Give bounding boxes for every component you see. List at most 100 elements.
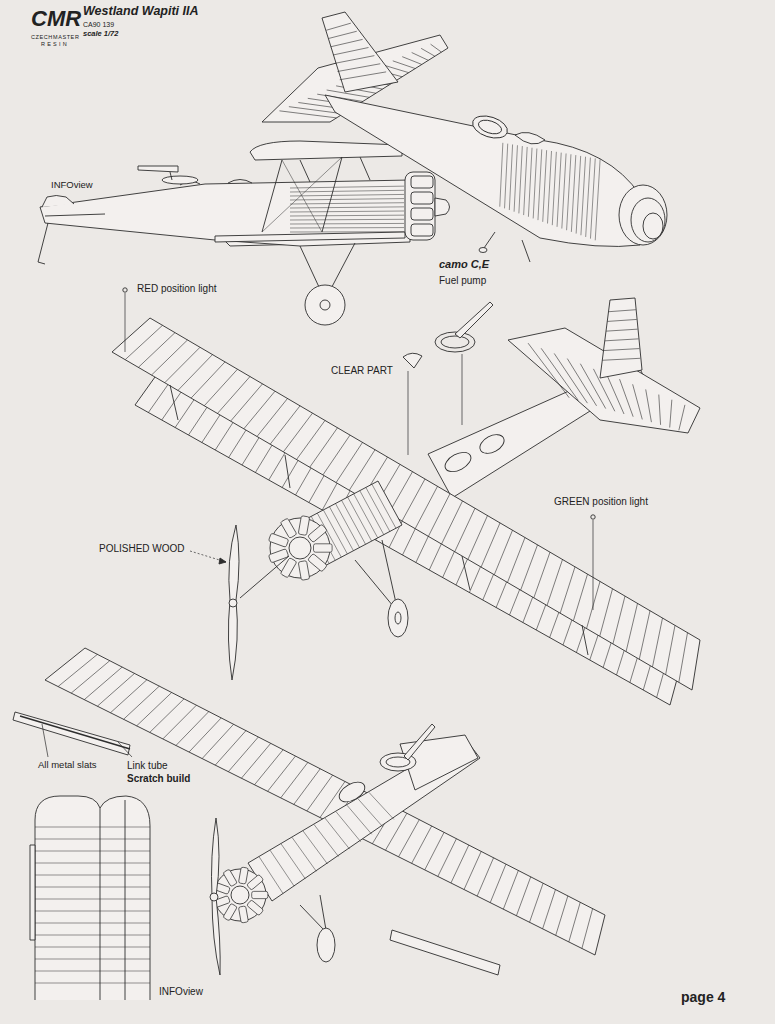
rib-line: [582, 909, 593, 949]
propeller: [228, 525, 239, 680]
fuselage: [325, 95, 640, 246]
cockpit-rim: [477, 118, 504, 137]
fuselage: [248, 736, 480, 901]
rib-line: [35, 887, 150, 888]
rib-line: [297, 420, 325, 459]
rib-line: [290, 207, 404, 208]
rib-line: [415, 486, 437, 528]
rib-line: [604, 349, 640, 351]
part-name: Link tube: [126, 760, 169, 771]
page-number: page 4: [680, 990, 726, 1005]
cowling-stringers: [259, 792, 394, 893]
rib-line: [586, 158, 591, 237]
gear-strut: [320, 895, 326, 930]
rib-line: [294, 769, 320, 805]
fuselage-view: [262, 12, 667, 262]
rib-line: [547, 560, 563, 606]
tail-skid: [38, 223, 48, 264]
aileron-line: [125, 800, 126, 1000]
side-view: [38, 141, 450, 325]
rib-line: [35, 911, 150, 912]
rib-line: [581, 157, 586, 236]
rib-line: [270, 406, 300, 444]
rib-line: [372, 484, 396, 528]
rib-line: [524, 147, 528, 215]
part-name: CLEAR PART: [330, 365, 394, 376]
rib-line: [530, 883, 544, 922]
rib-line: [633, 384, 643, 419]
rib-line: [548, 151, 552, 224]
rib-line: [290, 215, 404, 217]
cylinder: [247, 900, 264, 916]
part-name: All metal slats: [37, 760, 98, 770]
fin-ribs: [326, 23, 386, 80]
part-name: Fuel pump: [438, 275, 487, 286]
cylinder: [238, 906, 248, 923]
interplane-strut: [262, 160, 282, 232]
rib-line: [494, 530, 512, 575]
rib-line: [567, 154, 571, 230]
cockpit: [228, 180, 252, 184]
crankcase: [231, 886, 249, 904]
tail-fin: [42, 196, 74, 208]
rib-line: [35, 899, 150, 900]
rib-line: [340, 72, 386, 80]
rib-line: [244, 391, 275, 429]
fin-ribs: [602, 310, 640, 361]
rib-line: [402, 479, 425, 521]
rib-line: [342, 500, 366, 544]
rib-line: [35, 983, 150, 984]
slat: [390, 930, 500, 975]
interplane-strut: [582, 625, 588, 655]
engine-cylinders: [268, 516, 332, 581]
cylinder: [308, 553, 328, 571]
rib-line: [35, 935, 150, 936]
rib-line: [521, 545, 538, 590]
part-name: RED position light: [136, 283, 217, 294]
position-light: [591, 515, 595, 519]
rib-line: [290, 190, 404, 192]
rib-line: [490, 864, 506, 902]
rib-line: [35, 875, 150, 876]
rib-line: [590, 158, 595, 238]
lower-wing: [135, 370, 680, 705]
rib-line: [557, 153, 561, 227]
cabane-strut: [300, 160, 310, 182]
rib-line: [451, 845, 469, 883]
prop-shaft: [240, 556, 289, 598]
rib-line: [290, 199, 404, 200]
rib-line: [402, 57, 422, 65]
rib-line: [567, 359, 596, 406]
rib-line: [191, 362, 225, 398]
wing-tip-detail: [35, 796, 150, 1000]
rib-line: [189, 718, 221, 752]
rib-line: [541, 348, 578, 400]
interplane-strut: [285, 455, 290, 488]
rib-line: [500, 143, 503, 207]
cylinder: [308, 524, 328, 542]
position-light: [123, 288, 127, 292]
rib-line: [421, 48, 435, 56]
wheel: [388, 599, 408, 637]
rib-line: [369, 792, 394, 819]
rib-line: [290, 223, 404, 225]
machine-gun: [404, 724, 435, 760]
gun-post: [170, 172, 172, 180]
rib-line: [528, 148, 532, 217]
cylinder: [280, 518, 297, 538]
cylinder: [223, 903, 237, 921]
rib-line: [646, 389, 652, 422]
cylinder: [314, 544, 333, 552]
fuselage-stringers: [290, 186, 404, 236]
rib-line: [163, 705, 197, 739]
rib-line: [543, 150, 547, 222]
rib-line: [335, 56, 374, 64]
fuselage: [40, 180, 410, 246]
cylinder: [280, 558, 297, 578]
leader-line: [408, 371, 409, 455]
rib-line: [290, 186, 404, 188]
rib-line: [393, 61, 415, 69]
rib-line: [533, 149, 537, 219]
fuel-pump: [479, 248, 487, 253]
